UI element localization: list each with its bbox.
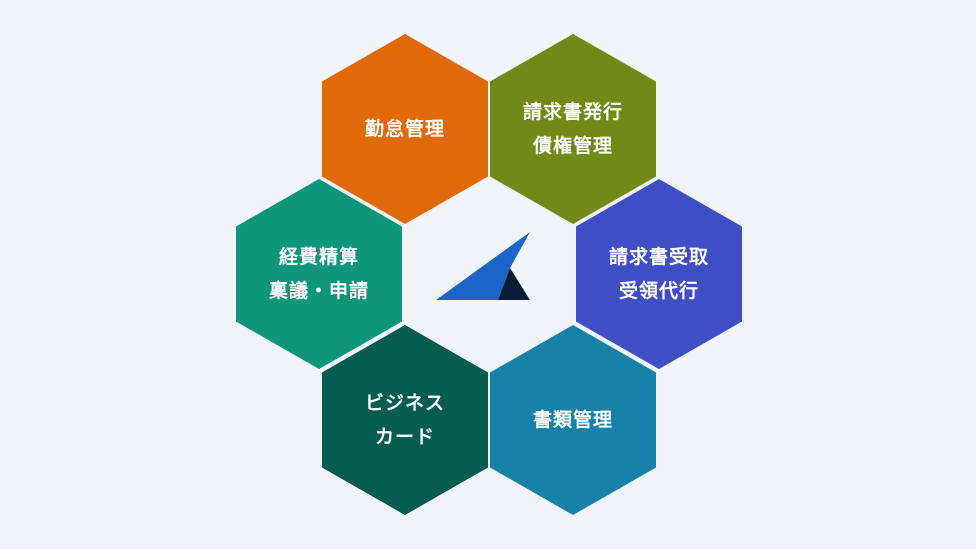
hex-label: 請求書受取 — [608, 246, 709, 268]
hex-shorui: 書類管理 — [490, 325, 656, 515]
hex-label: 稟議・申請 — [268, 280, 369, 302]
hex-seikyu-uketori: 請求書受取 受領代行 — [576, 179, 742, 369]
logo-navy-shape — [498, 268, 530, 300]
hex-label: 勤怠管理 — [364, 118, 445, 140]
logo-blue-shape — [436, 232, 530, 300]
brand-logo-icon — [436, 232, 530, 300]
hex-label: 債権管理 — [532, 135, 613, 157]
hex-label: 経費精算 — [278, 246, 359, 268]
hex-label: 受領代行 — [618, 280, 699, 302]
hex-business-card: ビジネス カード — [322, 325, 488, 515]
hex-label: カード — [374, 426, 435, 448]
hex-label: 請求書発行 — [522, 101, 623, 123]
hex-label: ビジネス — [364, 392, 445, 414]
hex-seikyu-hakko: 請求書発行 債権管理 — [490, 34, 656, 224]
hex-label: 書類管理 — [532, 409, 613, 431]
